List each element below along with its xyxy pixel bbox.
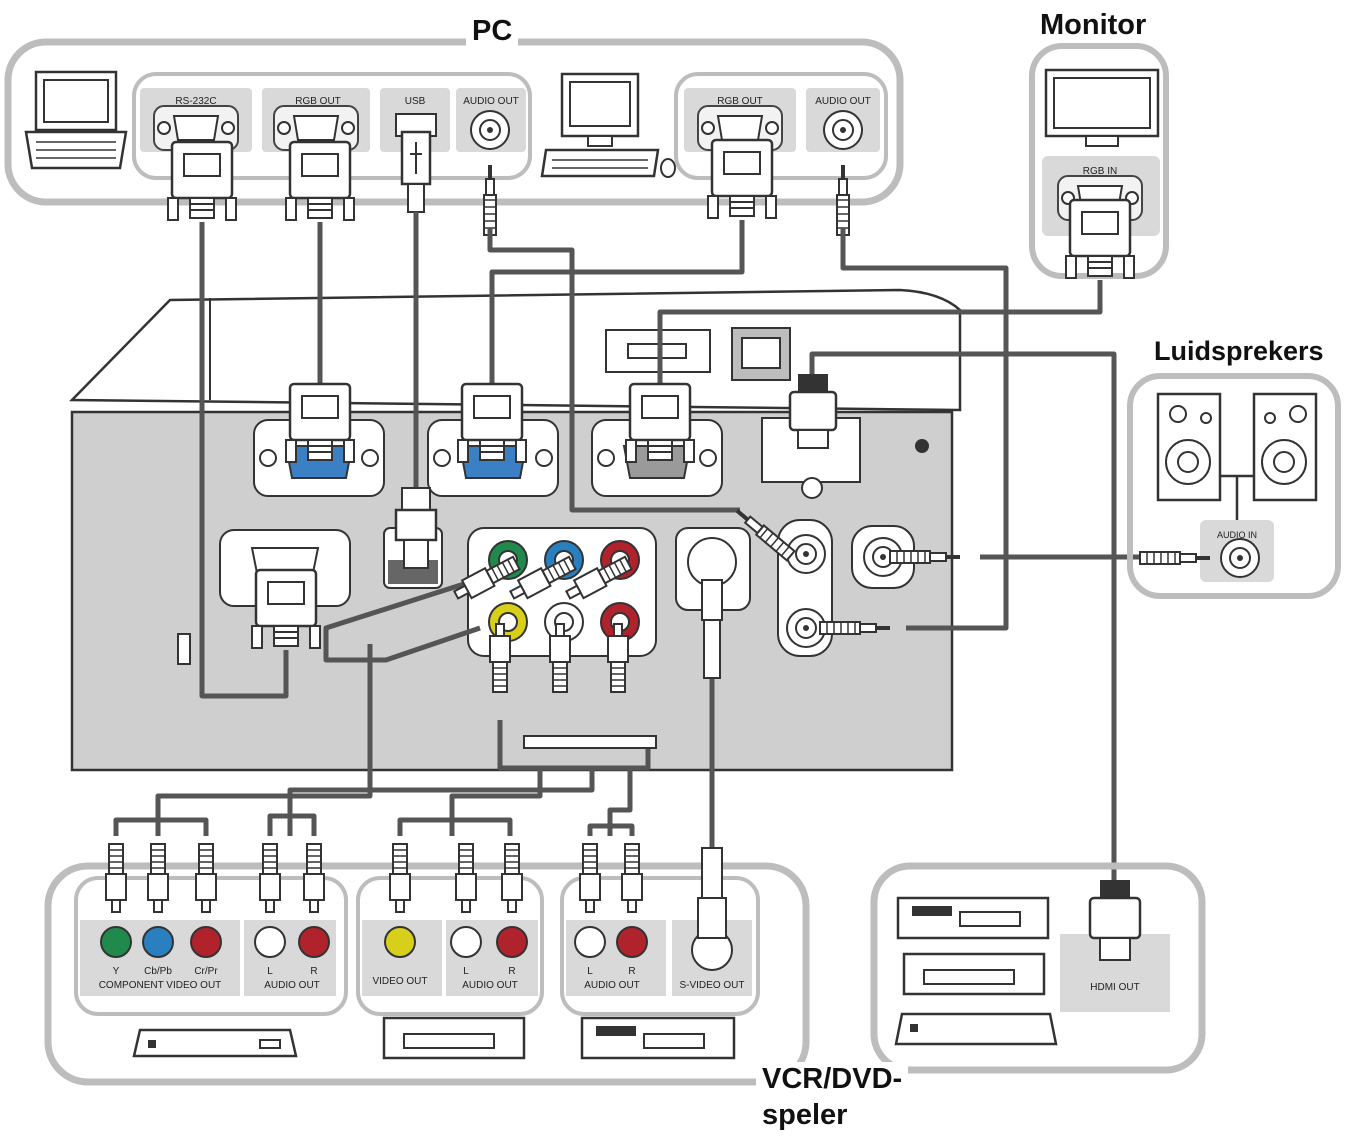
vga-plug-3-icon (624, 382, 696, 464)
speaker-plug-icon (1139, 551, 1211, 565)
audio-plug-2-icon (836, 164, 850, 236)
vcr-2-icon (902, 952, 1046, 996)
audio-out-2-jack-icon (823, 110, 863, 150)
vcr-plugs (105, 843, 727, 939)
rgb-plug-2-icon (706, 138, 778, 220)
rgb-in-label: RGB IN (1083, 166, 1117, 177)
cable-audio-2 (840, 228, 1009, 631)
port-labels: RS-232C RGB OUT USB AUDIO OUT RGB OUT AU… (99, 96, 1257, 993)
cable-monitor (657, 280, 1103, 392)
cable-component (155, 644, 373, 836)
dvd-player-2-icon (894, 1012, 1058, 1046)
component-video-out-label: COMPONENT VIDEO OUT (99, 980, 222, 991)
usb-b-plug-icon (394, 487, 438, 569)
cr-pr-label: Cr/Pr (194, 966, 218, 977)
vga-plug-1-icon (284, 382, 356, 464)
audio-out-av-2-label: AUDIO OUT (462, 980, 518, 991)
audio-out-jack-icon (470, 110, 510, 150)
cable-component-bundle (323, 581, 481, 663)
vcr-dvd-title-line2: speler (756, 1098, 854, 1132)
audio-out-av-3-label: AUDIO OUT (584, 980, 640, 991)
dvd-player-icon (132, 1028, 298, 1058)
audio-out-2-label: AUDIO OUT (815, 96, 871, 107)
pc-group (4, 38, 904, 236)
audio-in-jack-icon (1220, 538, 1260, 578)
cables (113, 212, 1150, 882)
video-out-label: VIDEO OUT (372, 976, 427, 987)
monitor-icon (1044, 68, 1160, 147)
pc-port-panel-2 (674, 72, 888, 180)
rs232c-label: RS-232C (175, 96, 216, 107)
speakers-frame (1127, 373, 1341, 599)
usb-plug-icon (400, 130, 432, 213)
hdmi-source-group (870, 862, 1206, 1074)
vcr-icon (382, 1016, 526, 1060)
speaker-left-icon (1156, 392, 1222, 502)
audio-l-2-label: L (463, 966, 469, 977)
cable-video (449, 768, 543, 836)
rs232c-plug-icon (166, 140, 238, 222)
usb-label: USB (405, 96, 426, 107)
monitor-group (1029, 43, 1169, 280)
rca-av-plugs-icon (489, 623, 657, 749)
control-plug-icon (250, 568, 322, 650)
cable-audio-1 (487, 228, 740, 513)
vga-plug-2-icon (456, 382, 528, 464)
audio-out-av-1-label: AUDIO OUT (264, 980, 320, 991)
dvd-recorder-2-icon (896, 896, 1050, 940)
dvd-recorder-icon (580, 1016, 736, 1060)
hdmi-plug-icon (788, 374, 838, 449)
s-video-out-label: S-VIDEO OUT (679, 980, 744, 991)
vcr-dvd-title-line1: VCR/DVD- (756, 1062, 909, 1096)
pc-title: PC (466, 14, 519, 48)
pc-frame (4, 38, 904, 206)
rgb-in-plug-icon (1064, 198, 1136, 280)
audio-r-2-label: R (508, 966, 515, 977)
hdmi-source-frame (870, 862, 1206, 1074)
audio-out-1-label: AUDIO OUT (463, 96, 519, 107)
rgb-out-2-label: RGB OUT (717, 96, 763, 107)
cable-hdmi (809, 351, 1117, 882)
audio-l-3-label: L (587, 966, 593, 977)
y-label: Y (113, 966, 120, 977)
rgb-plug-icon (284, 140, 356, 222)
hdmi-out-label: HDMI OUT (1090, 982, 1139, 993)
cable-splitter (497, 720, 651, 771)
desktop-pc-icon (540, 72, 676, 178)
audio-r-1-label: R (310, 966, 317, 977)
audio-plug-icon (483, 164, 497, 236)
laptop-icon (24, 70, 128, 170)
cable-rs232c (199, 222, 289, 699)
audio-r-3-label: R (628, 966, 635, 977)
speaker-right-icon (1252, 392, 1318, 502)
cb-pb-label: Cb/Pb (144, 966, 172, 977)
audio-in-label: AUDIO IN (1217, 530, 1257, 540)
vcr-dvd-frame (44, 862, 810, 1086)
vcr-jacks (100, 926, 733, 971)
s-video-plug-icon (701, 579, 723, 679)
rgb-out-1-label: RGB OUT (295, 96, 341, 107)
vcr-dvd-group (44, 843, 810, 1086)
speakers-title: Luidsprekers (1148, 334, 1330, 368)
speakers-group (1127, 373, 1341, 599)
monitor-title: Monitor (1034, 8, 1153, 42)
cable-rgb-2 (489, 220, 745, 390)
hdmi-out-plug-icon (1088, 880, 1142, 961)
audio-l-1-label: L (267, 966, 273, 977)
